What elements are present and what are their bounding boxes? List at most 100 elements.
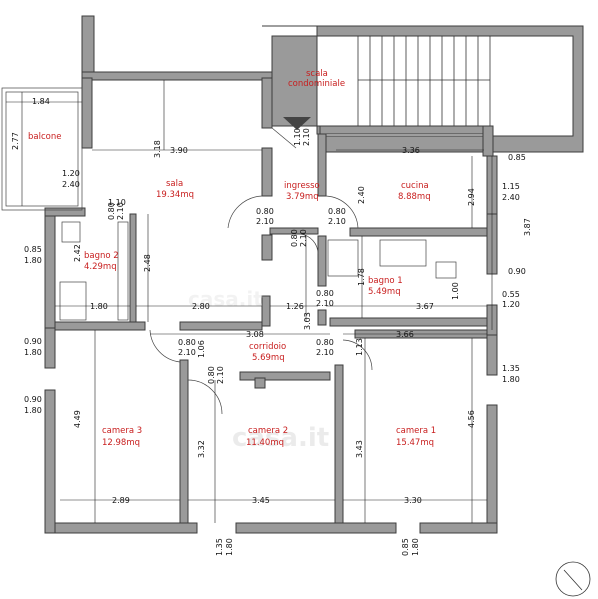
cucina-name: cucina	[401, 181, 429, 191]
camera2-name: camera 2	[248, 426, 288, 436]
dim-280: 2.80	[192, 302, 210, 311]
wall-stub-top	[81, 15, 95, 79]
wall-c2-c1	[334, 364, 344, 524]
dim-294: 2.94	[467, 188, 476, 206]
dim-080e: 0.80	[316, 289, 334, 298]
dim-303: 3.03	[303, 312, 312, 330]
wall-sala-ingresso-top	[261, 77, 273, 129]
dim-210b: 2.10	[116, 202, 125, 220]
dim-055: 0.55	[502, 290, 520, 299]
wall-cucina-bottom	[349, 227, 488, 237]
dim-110b: 1.10	[293, 128, 302, 146]
dim-115: 1.15	[502, 182, 520, 191]
dim-080h: 0.80	[207, 366, 216, 384]
dim-210e: 2.10	[299, 229, 308, 247]
camera3-name: camera 3	[102, 426, 142, 436]
camera1-name: camera 1	[396, 426, 436, 436]
wall-bagno1-bottom	[329, 317, 488, 327]
dim-085b: 0.85	[24, 245, 42, 254]
balcony-inner	[5, 91, 79, 207]
wall-left-bagno2	[44, 207, 56, 329]
dim-387: 3.87	[523, 218, 532, 236]
dim-080c: 0.80	[328, 207, 346, 216]
corridoio-name: corridoio	[249, 342, 286, 352]
dim-120: 1.20	[62, 169, 80, 178]
stair-label-2: condominiale	[288, 79, 345, 89]
dim-090b: 0.90	[24, 337, 42, 346]
wall-top-bagno2	[44, 207, 86, 217]
corridoio-area: 5.69mq	[252, 353, 285, 363]
bagno1-area: 5.49mq	[368, 287, 401, 297]
bagno2-wc	[61, 221, 81, 243]
dim-100: 1.00	[451, 282, 460, 300]
dim-210i: 2.10	[216, 366, 225, 384]
wall-top-sala	[81, 71, 273, 81]
bagno1-shower	[327, 239, 359, 277]
dim-336: 3.36	[402, 146, 420, 155]
balcone-label: balcone	[28, 132, 61, 142]
dim-080f: 0.80	[178, 338, 196, 347]
wall-bottom-3	[419, 522, 498, 534]
dim-210h: 2.10	[316, 348, 334, 357]
dim-456: 4.56	[467, 410, 476, 428]
dim-242: 2.42	[73, 244, 82, 262]
ingresso-name: ingresso	[284, 181, 320, 191]
wall-c2-top	[239, 371, 331, 381]
balcony: balcone	[1, 87, 83, 211]
watermark-2: casa.it	[188, 287, 263, 311]
dim-135a: 1.35	[502, 364, 520, 373]
dim-180f: 1.80	[225, 538, 234, 556]
dim-366: 3.66	[396, 330, 414, 339]
stair-steps	[357, 36, 491, 126]
dim-180e: 1.80	[24, 406, 42, 415]
wall-bagno2-right	[129, 213, 137, 330]
wall-bagno2-bottom	[54, 321, 146, 331]
bagno2-shower	[59, 281, 87, 321]
dim-080a: 0.80	[107, 202, 116, 220]
wall-sala-corr	[261, 295, 271, 327]
dim-277: 2.77	[11, 132, 20, 150]
dim-126: 1.26	[286, 302, 304, 311]
dim-318: 3.18	[153, 140, 162, 158]
bagno1-wc	[435, 261, 457, 279]
door-bagno1	[299, 233, 319, 255]
wall-bottom-2	[235, 522, 397, 534]
wall-c3-top	[179, 321, 263, 331]
dim-180c: 1.80	[24, 348, 42, 357]
wall-top-cucina	[319, 125, 491, 135]
dim-106: 1.06	[197, 340, 206, 358]
wall-sala-ingresso-mid	[261, 147, 273, 197]
dim-332: 3.32	[197, 440, 206, 458]
dim-184: 1.84	[32, 97, 50, 106]
wall-ingresso-bottom	[269, 227, 319, 235]
door-cucina	[325, 195, 359, 229]
door-corridor-c3	[149, 329, 181, 363]
wall-left-sala	[81, 77, 93, 149]
dim-210g: 2.10	[178, 348, 196, 357]
bagno2-area: 4.29mq	[84, 262, 117, 272]
staircase-block: scala condominiale	[262, 25, 584, 153]
wall-c3-c2	[179, 359, 189, 524]
wall-bagno1-left-low	[317, 309, 327, 326]
dim-210f: 2.10	[316, 299, 334, 308]
dim-180d: 1.80	[502, 375, 520, 384]
wall-left-c3a	[44, 327, 56, 369]
wall-ingresso-cucina	[317, 133, 327, 197]
dim-090c: 0.90	[24, 395, 42, 404]
sala-name: sala	[166, 179, 183, 189]
dim-085a: 0.85	[508, 153, 526, 162]
camera2-area: 11.40mq	[246, 438, 284, 448]
dim-120b: 1.20	[502, 300, 520, 309]
bagno1-sink	[379, 239, 427, 267]
wall-right-4	[486, 334, 498, 376]
dim-210c: 2.10	[256, 217, 274, 226]
dim-345: 3.45	[252, 496, 270, 505]
bagno1-name: bagno 1	[368, 276, 403, 286]
entrance-marker	[283, 117, 311, 130]
room-labels: sala 19.34mq ingresso 3.79mq cucina 8.88…	[84, 179, 436, 448]
balcony-outline	[1, 87, 83, 211]
dim-180a: 1.80	[24, 256, 42, 265]
dim-080g: 0.80	[316, 338, 334, 347]
dim-180g: 1.80	[411, 538, 420, 556]
